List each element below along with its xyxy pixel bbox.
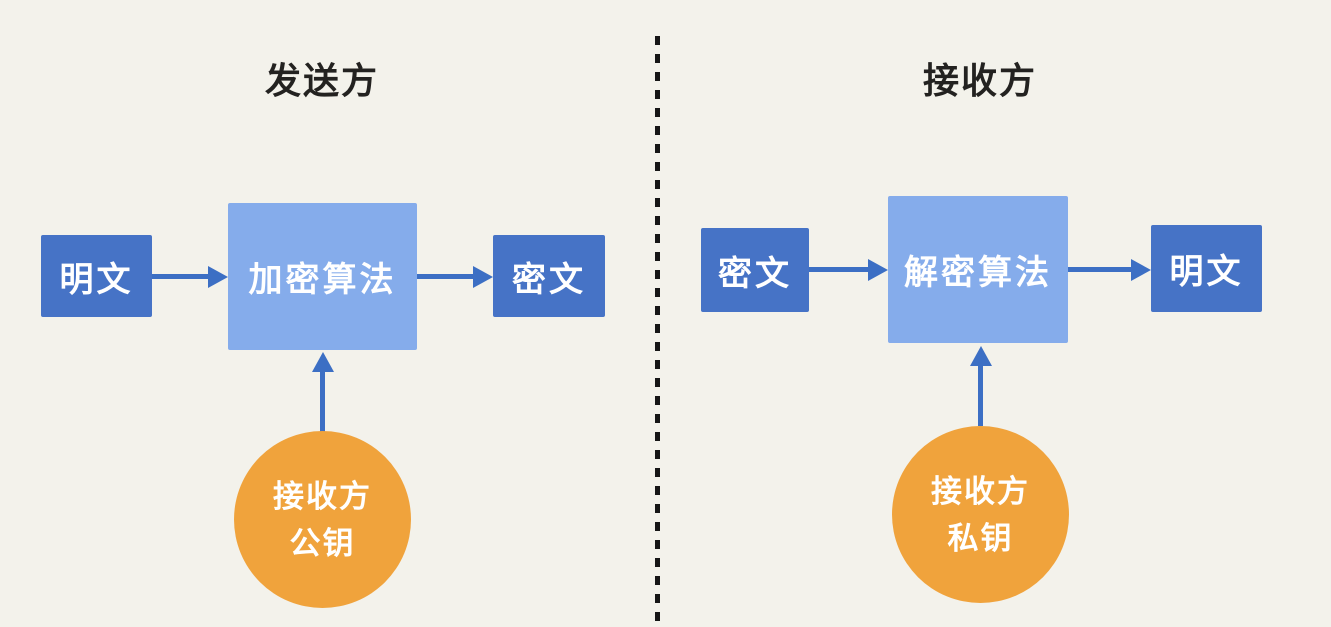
sender-section-title: 发送方 — [264, 60, 379, 101]
sender-ciphertext-box: 密文 — [493, 235, 605, 317]
receiver-section-title: 接收方 — [922, 60, 1037, 101]
arrow-right-icon — [809, 267, 868, 272]
section-divider-dashed-line — [655, 36, 660, 627]
receiver-ciphertext-label: 密文 — [718, 254, 792, 293]
arrow-up-icon — [978, 364, 983, 426]
private-key-circle-line1: 接收方 — [931, 473, 1030, 509]
receiver-ciphertext-box: 密文 — [701, 228, 809, 312]
receiver-decryption-algorithm-box: 解密算法 — [888, 196, 1068, 343]
public-key-circle-line1: 接收方 — [273, 478, 372, 514]
public-key-circle-line2: 公钥 — [289, 525, 356, 561]
sender-encryption-algorithm-box: 加密算法 — [228, 203, 417, 350]
sender-public-key-circle: 接收方 公钥 — [234, 431, 411, 608]
receiver-private-key-circle: 接收方 私钥 — [892, 426, 1069, 603]
sender-plaintext-label: 明文 — [59, 260, 134, 299]
arrow-right-icon — [152, 274, 208, 279]
arrow-right-icon — [417, 274, 473, 279]
receiver-decryption-algorithm-label: 解密算法 — [904, 254, 1052, 292]
receiver-plaintext-label: 明文 — [1169, 253, 1244, 291]
sender-encryption-algorithm-label: 加密算法 — [248, 261, 397, 299]
private-key-circle-line2: 私钥 — [947, 520, 1014, 556]
sender-ciphertext-label: 密文 — [512, 260, 586, 299]
arrow-up-icon — [320, 370, 325, 432]
receiver-plaintext-box: 明文 — [1151, 225, 1262, 312]
arrow-right-icon — [1068, 267, 1131, 272]
sender-plaintext-box: 明文 — [41, 235, 152, 317]
